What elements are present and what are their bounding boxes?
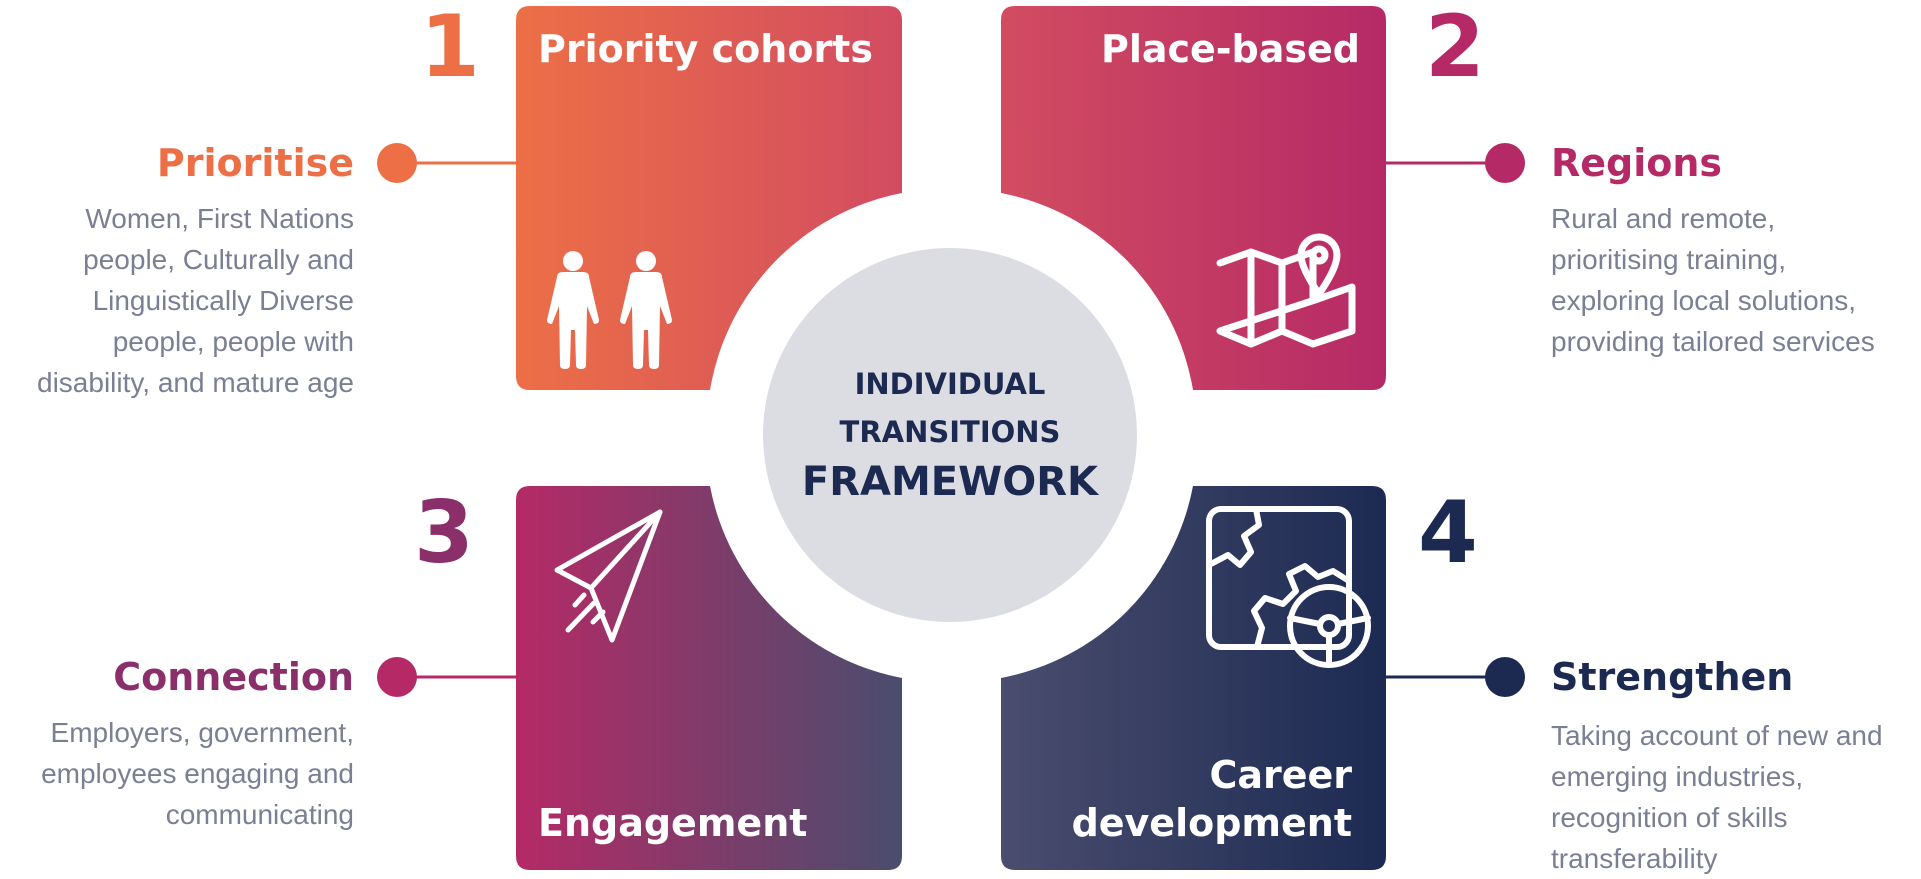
- center-circle: [763, 248, 1137, 622]
- center-title-line-2: TRANSITIONS: [839, 415, 1061, 449]
- connector-dot-2: [1485, 143, 1525, 183]
- side-description-line: disability, and mature age: [37, 367, 354, 398]
- quadrant-2-label: Place-based: [1100, 27, 1360, 71]
- connector-dot-1: [377, 143, 417, 183]
- side-title-regions: Regions: [1551, 141, 1723, 185]
- side-title-strengthen: Strengthen: [1551, 655, 1794, 699]
- side-description-line: communicating: [165, 799, 354, 830]
- side-description-line: prioritising training,: [1551, 244, 1786, 275]
- side-description-line: Employers, government,: [50, 717, 354, 748]
- side-description-line: Linguistically Diverse: [92, 285, 354, 316]
- side-description-strengthen: Taking account of new and emerging indus…: [1551, 715, 1921, 879]
- side-description-line: Taking account of new and: [1551, 720, 1883, 751]
- side-description-line: recognition of skills: [1551, 802, 1788, 833]
- quadrant-1-number: 1: [420, 0, 480, 97]
- quadrant-4-label: Career development: [1040, 752, 1352, 847]
- connector-dot-3: [377, 657, 417, 697]
- side-description-line: people, Culturally and: [83, 244, 354, 275]
- quadrant-2-number: 2: [1425, 0, 1485, 97]
- center-title-line-1: INDIVIDUAL: [854, 367, 1046, 401]
- map-steering-wheel-icon: [1206, 506, 1371, 668]
- quadrant-3-label: Engagement: [538, 801, 808, 845]
- side-description-line: exploring local solutions,: [1551, 285, 1857, 316]
- connector-dot-4: [1485, 657, 1525, 697]
- quadrant-1-tile: [516, 6, 902, 390]
- side-description-line: people, people with: [112, 326, 354, 357]
- side-description-line: emerging industries,: [1551, 761, 1804, 792]
- quadrant-3-tile: [516, 486, 902, 870]
- side-title-connection: Connection: [113, 655, 354, 699]
- side-description-line: transferability: [1551, 843, 1718, 874]
- side-description-regions: Rural and remote, prioritising training,…: [1551, 198, 1921, 362]
- side-description-line: providing tailored services: [1551, 326, 1875, 357]
- center-title: INDIVIDUAL TRANSITIONS FRAMEWORK: [760, 360, 1140, 508]
- side-description-line: employees engaging and: [41, 758, 354, 789]
- side-description-connection: Employers, government, employees engagin…: [0, 712, 354, 835]
- quadrant-3-number: 3: [414, 483, 474, 583]
- people-icon: [547, 251, 672, 369]
- paper-plane-icon: [554, 509, 663, 643]
- side-description-line: Rural and remote,: [1551, 203, 1776, 234]
- quadrant-4-label-line-2: development: [1071, 800, 1352, 845]
- quadrant-4-number: 4: [1418, 483, 1478, 583]
- side-description-line: Women, First Nations: [85, 203, 354, 234]
- map-pin-icon: [1216, 233, 1356, 348]
- quadrant-4-label-line-1: Career: [1209, 753, 1352, 797]
- center-title-line-3: FRAMEWORK: [801, 459, 1099, 505]
- quadrant-2-tile: [1001, 6, 1386, 390]
- quadrant-1-label: Priority cohorts: [538, 27, 873, 71]
- side-title-prioritise: Prioritise: [156, 141, 354, 185]
- side-description-prioritise: Women, First Nations people, Culturally …: [0, 198, 354, 403]
